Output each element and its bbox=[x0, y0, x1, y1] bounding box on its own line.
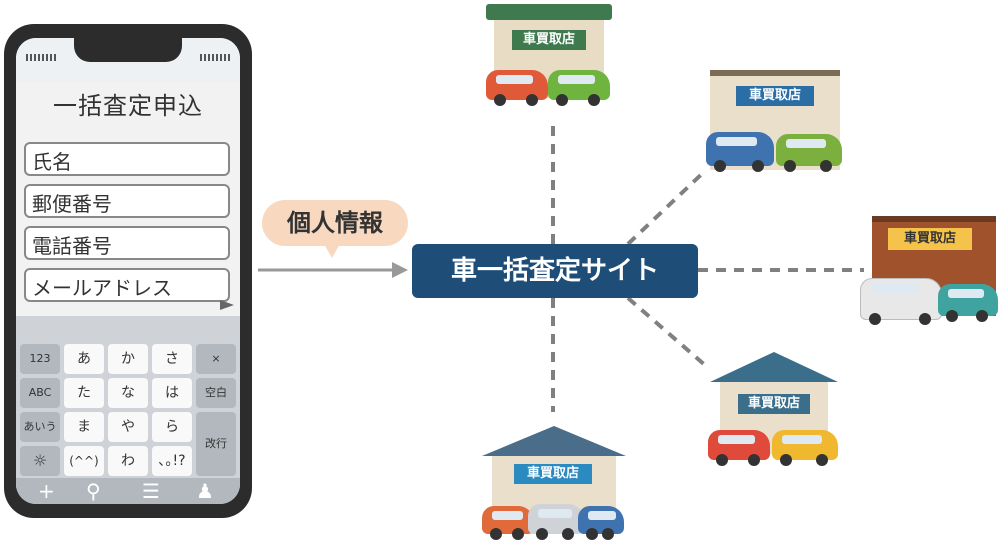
car-blue bbox=[578, 506, 624, 540]
shop-sign: 車買取店 bbox=[736, 86, 814, 106]
email-field[interactable]: メールアドレス bbox=[24, 268, 230, 302]
bubble-tail bbox=[324, 244, 340, 258]
key-space[interactable]: 空白 bbox=[196, 378, 236, 408]
key-emoticon[interactable]: (^^) bbox=[64, 446, 104, 476]
key-a[interactable]: あ bbox=[64, 344, 104, 374]
dashed-link-upper-right bbox=[626, 168, 708, 246]
shop-sign: 車買取店 bbox=[738, 394, 810, 414]
car-orange bbox=[482, 506, 534, 540]
name-field[interactable]: 氏名 bbox=[24, 142, 230, 176]
car-silver bbox=[528, 504, 584, 540]
key-ta[interactable]: た bbox=[64, 378, 104, 408]
dashed-link-lower-right bbox=[626, 296, 708, 368]
key-enter[interactable]: 改行 bbox=[196, 412, 236, 476]
plus-icon[interactable]: + bbox=[38, 479, 55, 503]
shop-roof bbox=[710, 352, 838, 382]
key-abc[interactable]: ABC bbox=[20, 378, 60, 408]
personal-info-bubble: 個人情報 bbox=[262, 200, 408, 246]
battery-icon bbox=[200, 54, 230, 61]
key-wa[interactable]: わ bbox=[108, 446, 148, 476]
bulk-appraisal-site-box: 車一括査定サイト bbox=[412, 244, 698, 298]
car-red bbox=[708, 430, 770, 466]
shop-roof bbox=[482, 426, 626, 456]
bottom-nav: + ⚲ ☰ ♟ bbox=[16, 478, 240, 504]
send-icon[interactable] bbox=[220, 300, 234, 310]
car-green bbox=[548, 70, 610, 106]
phone-notch bbox=[74, 38, 182, 62]
key-ra[interactable]: ら bbox=[152, 412, 192, 442]
car-red bbox=[486, 70, 548, 106]
shop-sign: 車買取店 bbox=[888, 228, 972, 250]
car-shop-upper-right: 車買取店 bbox=[706, 70, 846, 174]
search-icon[interactable]: ⚲ bbox=[86, 479, 101, 503]
input-arrow-head bbox=[392, 262, 408, 278]
signal-icon bbox=[26, 54, 56, 61]
shop-roof bbox=[486, 4, 612, 20]
key-punctuation[interactable]: ､｡!? bbox=[152, 446, 192, 476]
globe-icon[interactable]: ☼ bbox=[20, 446, 60, 476]
key-ka[interactable]: か bbox=[108, 344, 148, 374]
user-icon[interactable]: ♟ bbox=[196, 479, 214, 503]
car-yellow bbox=[772, 430, 838, 466]
car-white bbox=[860, 278, 942, 325]
car-green bbox=[776, 134, 842, 172]
key-sa[interactable]: さ bbox=[152, 344, 192, 374]
key-ya[interactable]: や bbox=[108, 412, 148, 442]
menu-icon[interactable]: ☰ bbox=[142, 479, 160, 503]
form-title: 一括査定申込 bbox=[53, 92, 203, 120]
shop-sign: 車買取店 bbox=[512, 30, 586, 50]
car-shop-right: 車買取店 bbox=[860, 216, 1000, 325]
shop-sign: 車買取店 bbox=[514, 464, 592, 484]
key-ha[interactable]: は bbox=[152, 378, 192, 408]
smartphone: 一括査定申込 氏名 郵便番号 電話番号 メールアドレス 123 あ か さ × … bbox=[4, 24, 252, 518]
car-shop-lower-right: 車買取店 bbox=[708, 352, 840, 466]
key-delete[interactable]: × bbox=[196, 344, 236, 374]
key-ma[interactable]: ま bbox=[64, 412, 104, 442]
car-blue bbox=[706, 132, 774, 172]
car-teal bbox=[938, 284, 998, 322]
postal-code-field[interactable]: 郵便番号 bbox=[24, 184, 230, 218]
phone-screen: 一括査定申込 氏名 郵便番号 電話番号 メールアドレス 123 あ か さ × … bbox=[16, 38, 240, 504]
key-kana[interactable]: あいう bbox=[20, 412, 60, 442]
car-shop-top: 車買取店 bbox=[486, 4, 612, 108]
car-shop-bottom: 車買取店 bbox=[482, 426, 626, 540]
phone-number-field[interactable]: 電話番号 bbox=[24, 226, 230, 260]
key-123[interactable]: 123 bbox=[20, 344, 60, 374]
key-na[interactable]: な bbox=[108, 378, 148, 408]
keyboard: 123 あ か さ × ABC た な は 空白 あいう ま や ら 改行 ☼ … bbox=[16, 300, 240, 504]
